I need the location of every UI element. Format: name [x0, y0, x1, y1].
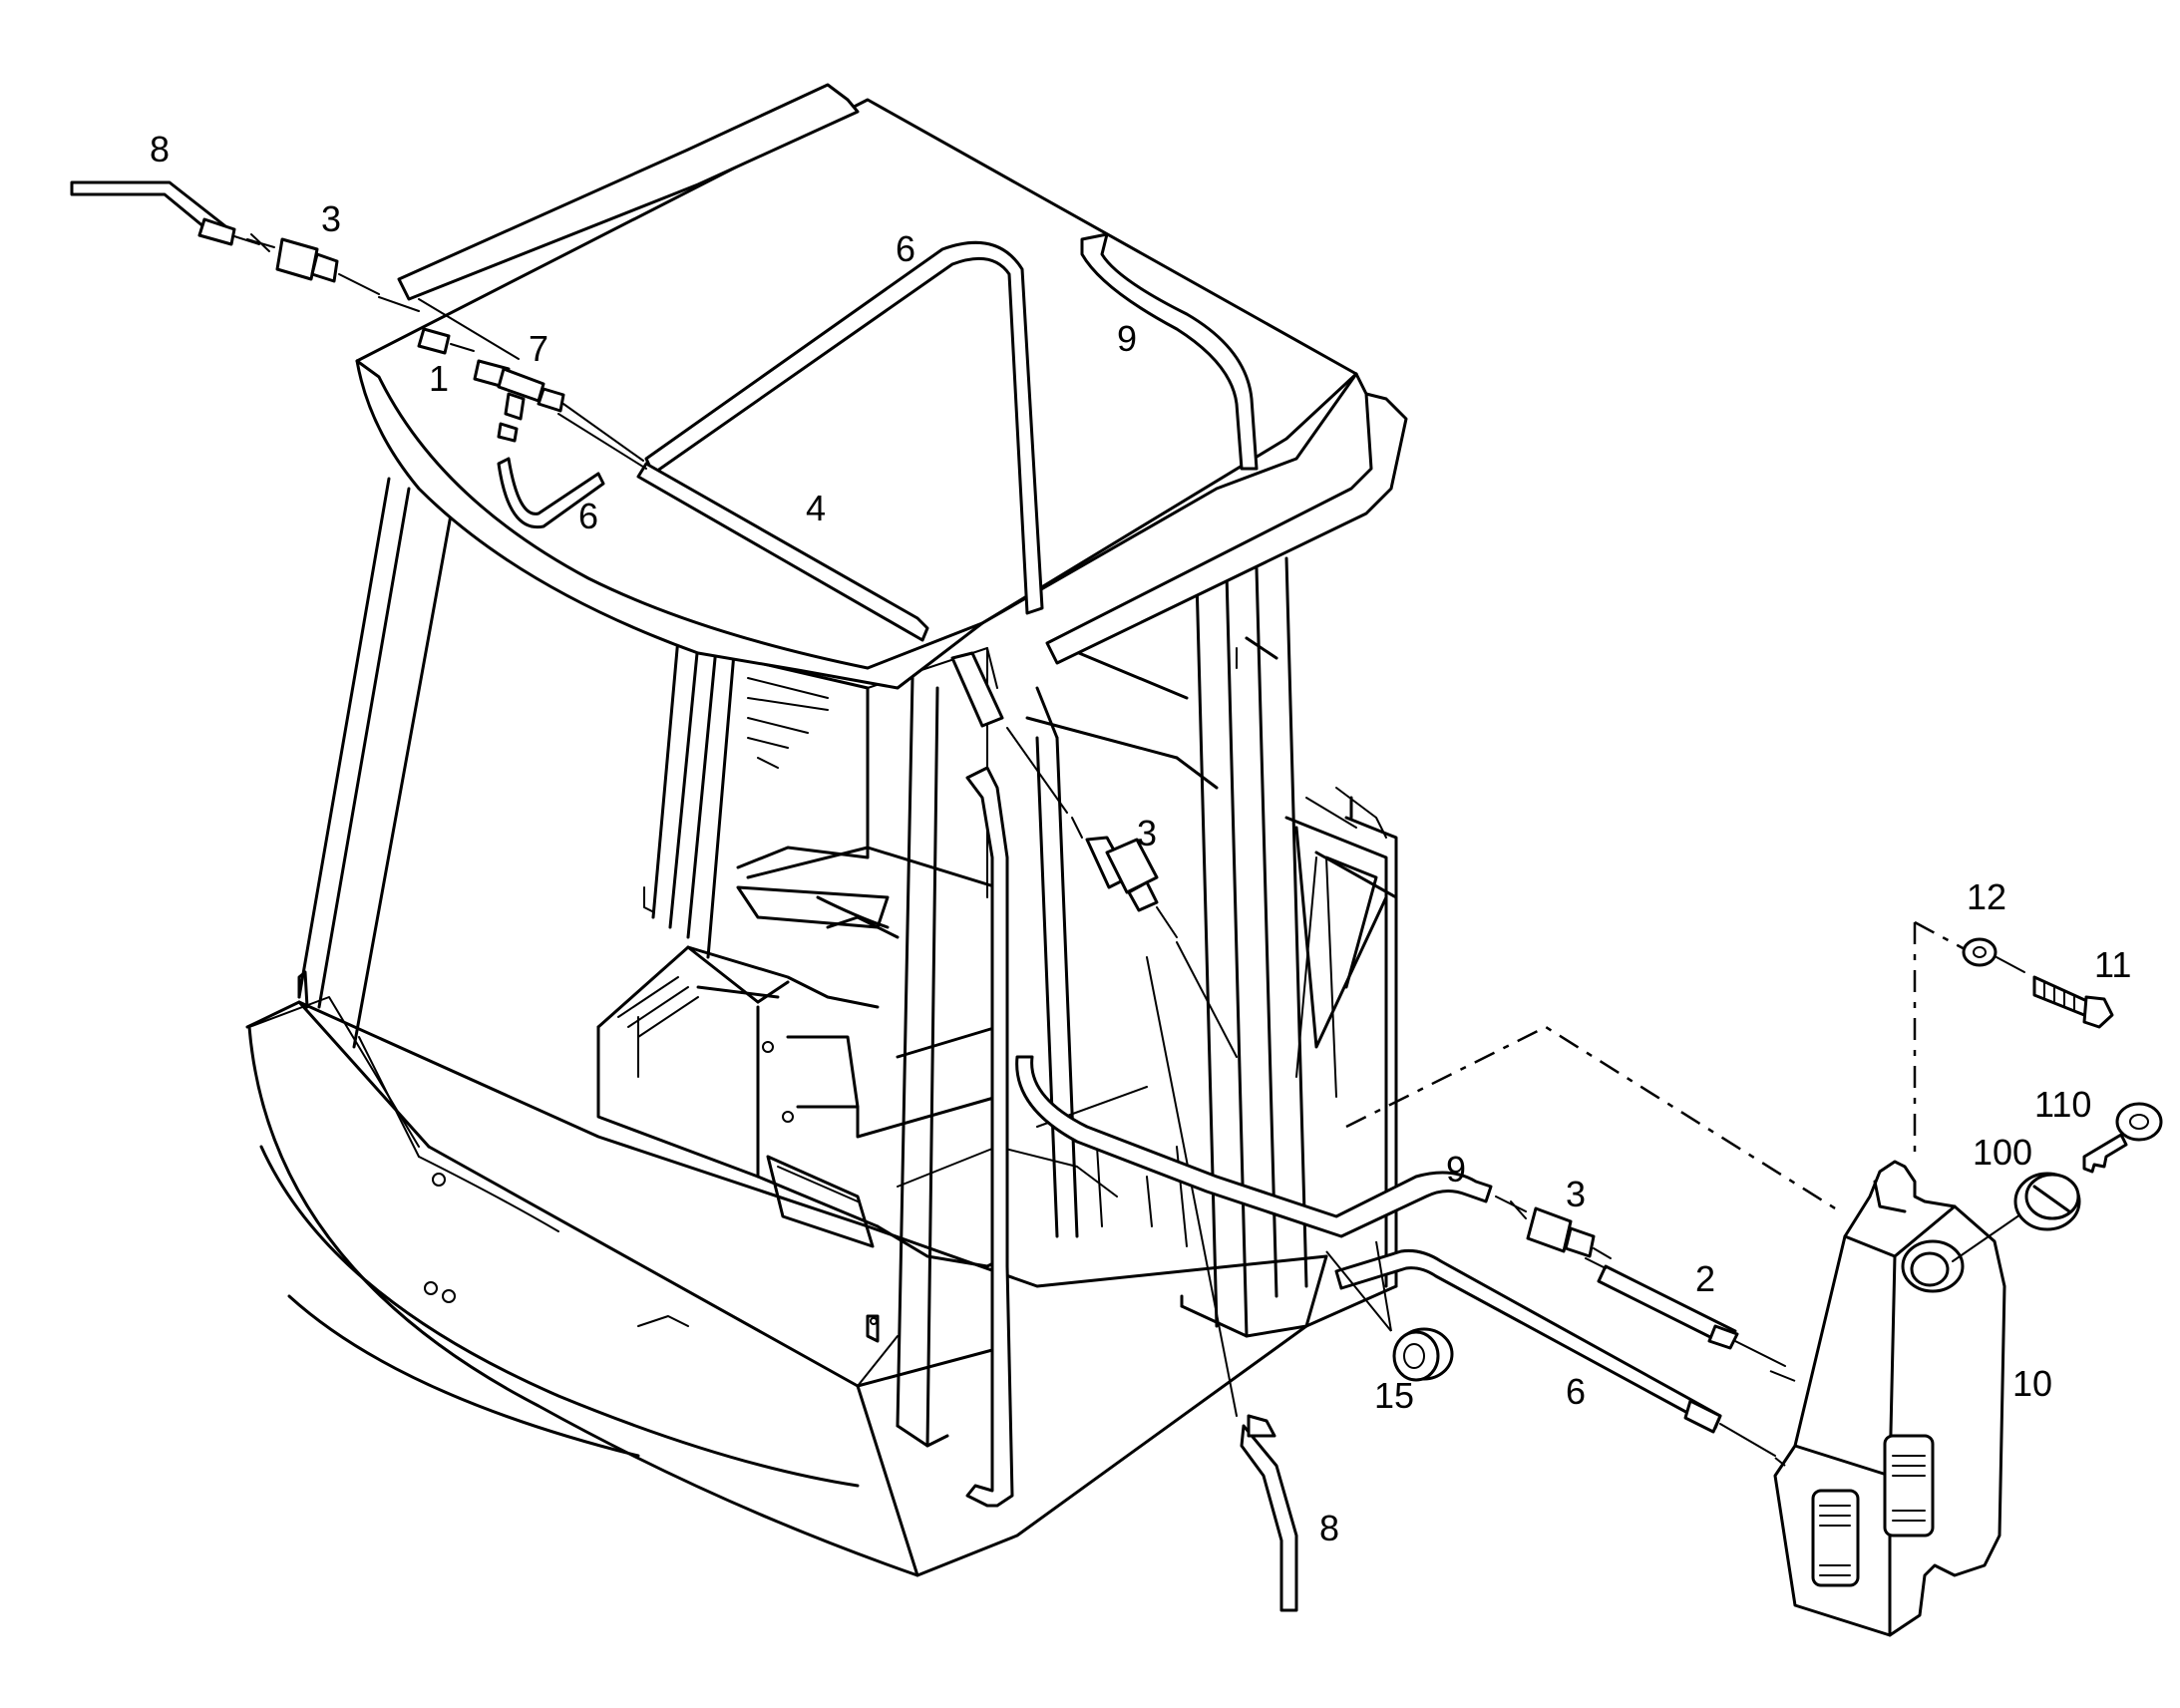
- small-parts: [1962, 937, 2163, 1231]
- callout-hose-9-roof: 9: [1117, 318, 1137, 359]
- hoses: [70, 180, 1786, 1612]
- cap-100: [2013, 1172, 2081, 1231]
- hose-8-top-sleeve: [197, 217, 236, 246]
- callout-tee-7: 7: [529, 328, 548, 369]
- callout-key-110: 110: [2034, 1084, 2091, 1125]
- callout-hose-6-roof-left: 6: [578, 496, 598, 536]
- hose-6-roof: [644, 240, 1044, 615]
- callout-hose-4: 4: [806, 488, 826, 528]
- cab-body: [245, 477, 1398, 1577]
- callout-hose-6-lower: 6: [1566, 1371, 1586, 1412]
- callout-pump-3-right: 3: [1566, 1174, 1586, 1214]
- hose-6-roof-left: [497, 457, 605, 529]
- callout-connector-1: 1: [429, 358, 449, 399]
- grommet-15: [1325, 1240, 1454, 1382]
- pump-3-right: [1495, 1196, 1612, 1259]
- callout-pump-3-top: 3: [321, 198, 341, 239]
- hose-8-bottom: [1240, 1424, 1298, 1612]
- callout-hose-2: 2: [1695, 1258, 1715, 1299]
- connector-1: [417, 327, 475, 355]
- tee-7: [473, 359, 644, 462]
- hose-4-front: [636, 462, 929, 642]
- screw-11: [2032, 975, 2114, 1029]
- hose-9-roof: [1080, 232, 1259, 471]
- callout-hose-6-roof: 6: [896, 228, 915, 269]
- bracket-12: [1962, 937, 2025, 973]
- washer-pumps: [246, 233, 1612, 1259]
- callouts: 8 3 1 7 6 6 4 9 3 12 11 110 100 9 3 2 10…: [150, 129, 2131, 1548]
- callout-hose-9-lower: 9: [1446, 1149, 1466, 1190]
- pump-3-middle: [950, 651, 1238, 1058]
- callout-bracket-12: 12: [1967, 876, 2006, 917]
- callout-hose-8-top: 8: [150, 129, 170, 170]
- callout-tank-10: 10: [2012, 1363, 2052, 1404]
- key-110: [2082, 1102, 2163, 1174]
- washer-tank-10: [1345, 920, 2040, 1637]
- cab-roof: [355, 83, 1408, 690]
- callout-pump-3-middle: 3: [1137, 813, 1157, 854]
- callout-screw-11: 11: [2094, 944, 2131, 985]
- pump-3-top: [246, 233, 420, 312]
- callout-grommet-15: 15: [1374, 1375, 1414, 1416]
- callout-cap-100: 100: [1973, 1132, 2032, 1173]
- callout-hose-8-bottom: 8: [1319, 1508, 1339, 1548]
- hose-9-lower: [1015, 1055, 1493, 1238]
